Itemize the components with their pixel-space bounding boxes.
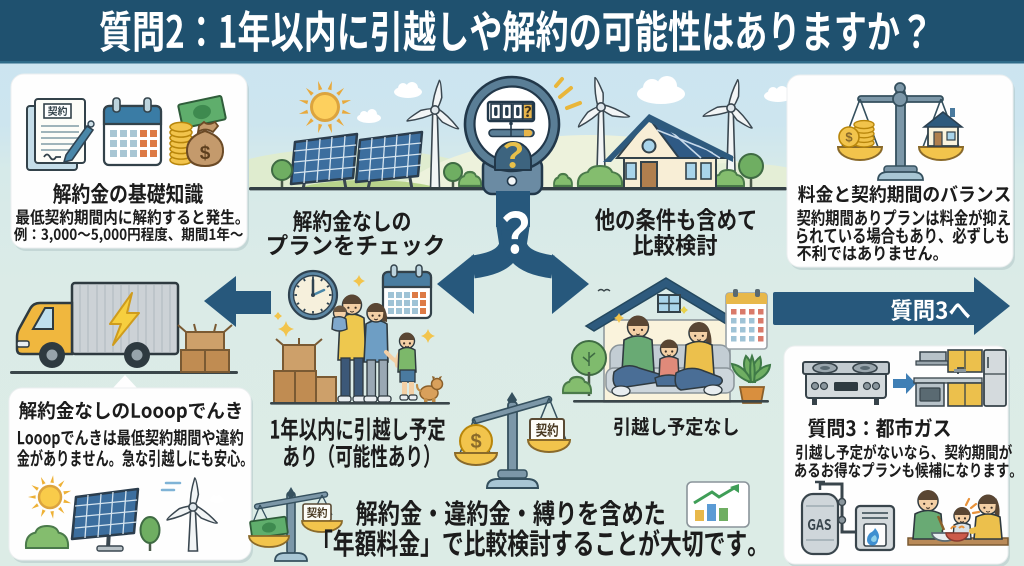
svg-text:$: $ [845,130,853,145]
svg-text:$: $ [200,143,211,164]
svg-text:$: $ [470,431,481,453]
